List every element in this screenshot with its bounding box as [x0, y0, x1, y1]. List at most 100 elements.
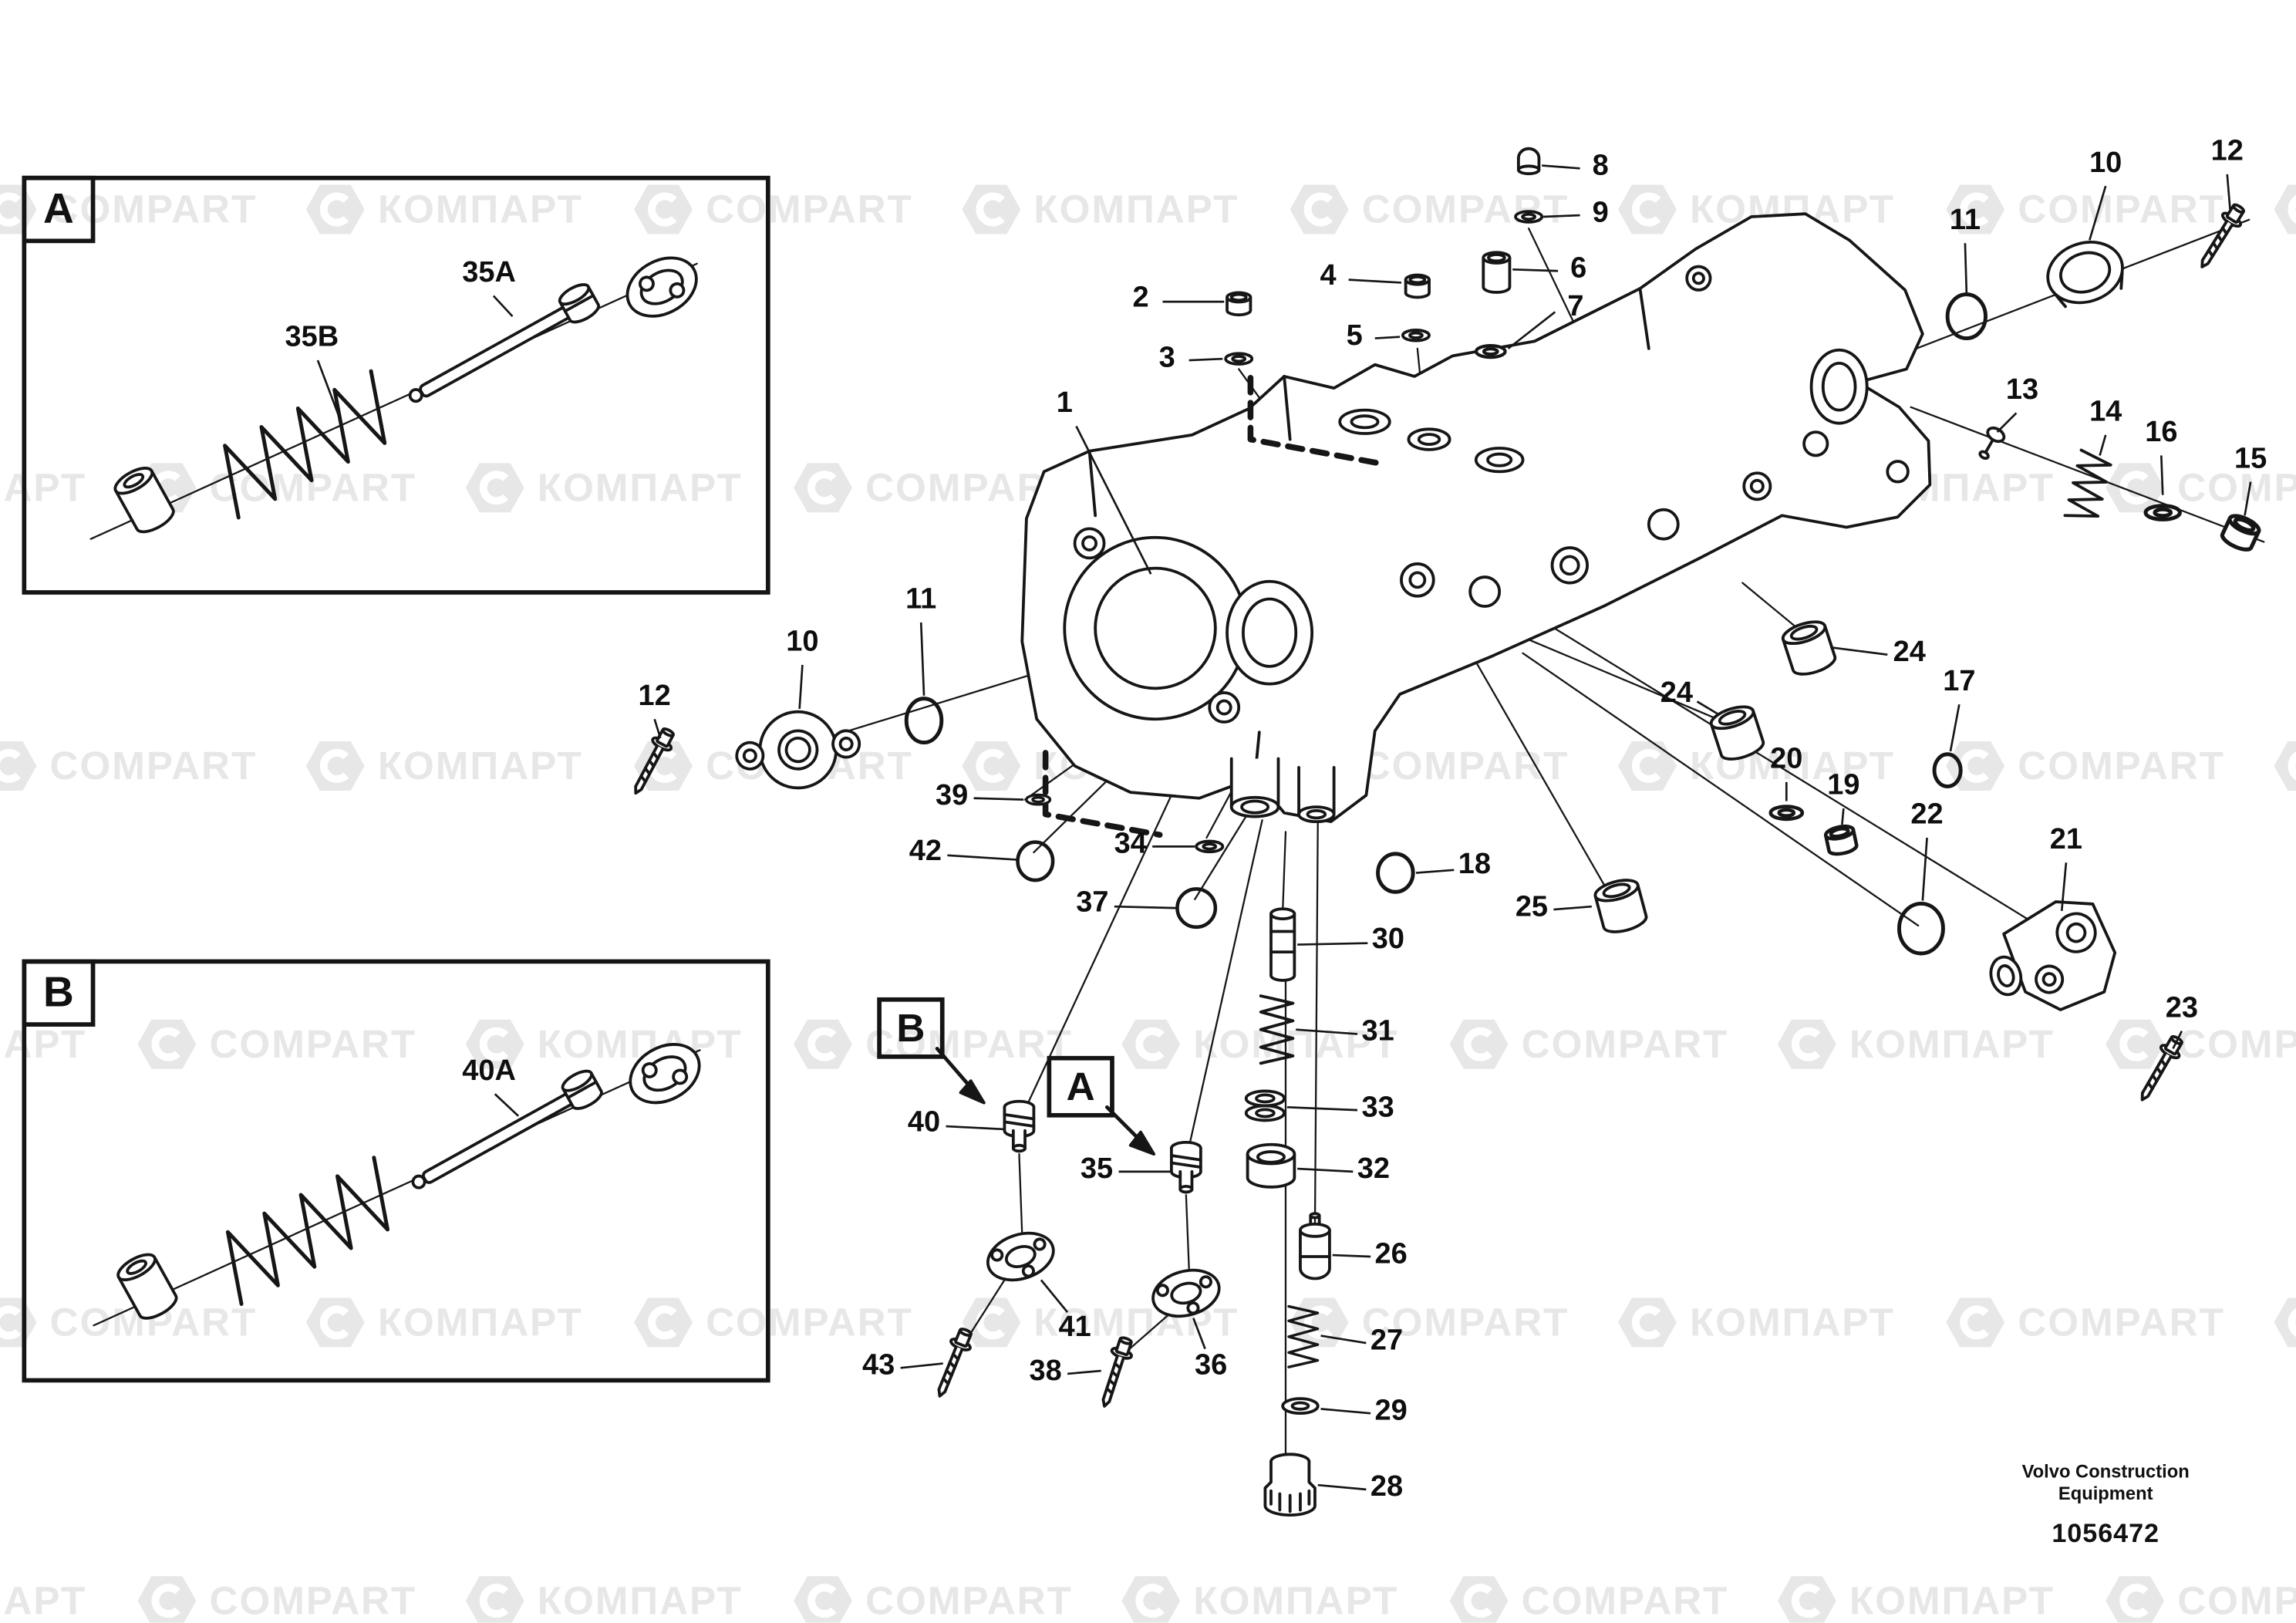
watermark-logo: COMPART [1449, 1564, 1729, 1623]
part-29-washer [1281, 1397, 1320, 1415]
hexagon-logo-icon [794, 463, 852, 513]
part-10-cover-cap [2046, 241, 2124, 309]
part-26-valve [1299, 1212, 1331, 1281]
hexagon-logo-icon [1946, 184, 2005, 235]
watermark-text: КОМПАРТ [1849, 1577, 2055, 1622]
watermark-text: КОМПАРТ [0, 1577, 87, 1622]
part-18-oring [1376, 852, 1415, 894]
watermark-logo: COMPART [0, 730, 257, 803]
leader-line-27 [1320, 1335, 1367, 1345]
watermark-text: КОМПАРТ [377, 187, 583, 231]
watermark-text: КОМПАРТ [1849, 1021, 2055, 1066]
hexagon-logo-icon [465, 463, 524, 513]
part-37-oring [1175, 887, 1218, 930]
watermark-logo: COMPART [1449, 1007, 1729, 1081]
footer-company-line1: Volvo Construction [2021, 1461, 2190, 1483]
part-32-cup [1246, 1142, 1296, 1189]
watermark-logo: COMPART [1290, 173, 1569, 246]
leader-line-21 [2060, 862, 2068, 912]
leader-line-9 [1543, 214, 1580, 218]
hexagon-logo-icon [794, 1576, 852, 1623]
watermark-logo: КОМПАРТ [1121, 1564, 1398, 1623]
leader-line-1 [1075, 425, 1152, 575]
part-11-oring-left [904, 697, 944, 745]
footer-company-line2: Equipment [2058, 1483, 2153, 1504]
watermark-logo: COMPART [137, 1007, 416, 1081]
leader-line-10 [798, 664, 804, 710]
watermark-text: COMPART [2018, 1300, 2225, 1344]
watermark-text: COMPART [1361, 1300, 1569, 1344]
watermark-logo: COMPART [137, 1564, 416, 1623]
leader-line-28 [1317, 1483, 1367, 1491]
part-10-flange-cover [735, 710, 861, 790]
hexagon-logo-icon [962, 741, 1021, 791]
watermark-logo: КОМПАРТ [0, 1564, 86, 1623]
watermark-logo: КОМПАРТ [305, 173, 583, 246]
watermark-text: COMPART [2018, 743, 2225, 788]
watermark-text: COMPART [49, 743, 258, 788]
footer: Volvo Construction Equipment 1056472 [2003, 1462, 2208, 1550]
footer-part-number: 1056472 [2052, 1518, 2160, 1548]
part-42-oring [1016, 840, 1055, 882]
part-11-oring [1945, 292, 1988, 341]
hexagon-logo-icon [634, 1297, 693, 1348]
watermark-logo: КОМПАРТ [305, 1286, 583, 1359]
dashed-reference-lines [1042, 375, 1380, 838]
main-housing [1020, 212, 1932, 824]
leader-line-24 [1830, 646, 1888, 656]
watermark-text: COMPART [865, 1577, 1073, 1622]
watermark-text: COMPART [706, 187, 913, 231]
leader-line-37 [1114, 905, 1176, 909]
watermark-text: КОМПАРТ [377, 1300, 583, 1344]
leader-line-29 [1320, 1408, 1371, 1415]
part-22-oring [1897, 901, 1945, 956]
leader-line-14 [2099, 434, 2107, 456]
watermark-text: COMPART [209, 1577, 417, 1622]
watermark-logo: КОМПАРТ [962, 173, 1239, 246]
hexagon-logo-icon [962, 184, 1021, 235]
leader-line-35A [492, 295, 514, 318]
watermark-logo: COMPART [1946, 730, 2225, 803]
watermark-text: КОМПАРТ [1033, 187, 1239, 231]
leader-line-39 [973, 797, 1024, 801]
leader-line-35B [316, 359, 339, 415]
leader-line-13 [1996, 412, 2018, 434]
hexagon-logo-icon [0, 1297, 37, 1348]
leader-line-40A [494, 1093, 520, 1117]
inset-b-label: B [22, 959, 96, 1027]
watermark-text: КОМПАРТ [0, 464, 87, 509]
leader-line-8 [1542, 164, 1580, 170]
leader-line-15 [2244, 481, 2252, 516]
part-21-bracket [1989, 900, 2117, 1011]
part-30-spool [1269, 907, 1296, 982]
hexagon-logo-icon [1946, 1297, 2005, 1348]
hexagon-logo-icon [0, 741, 37, 791]
hexagon-logo-icon [2274, 184, 2296, 235]
leader-line-10 [2089, 185, 2107, 241]
section-marker-arrows [935, 1047, 1155, 1156]
leader-line-33 [1286, 1106, 1358, 1112]
watermark-logo: COMPART [794, 1564, 1073, 1623]
watermark-text: COMPART [209, 464, 417, 509]
leader-line-11 [1964, 243, 1968, 293]
watermark-text: КОМПАРТ [537, 1021, 743, 1066]
leader-line-11 [919, 622, 925, 696]
leader-line-12 [653, 718, 662, 739]
leader-line-30 [1297, 942, 1368, 946]
watermark-text: COMPART [1521, 1021, 1729, 1066]
hexagon-logo-icon [794, 1019, 852, 1069]
leader-line-40 [946, 1125, 1003, 1131]
leader-line-5 [1374, 336, 1401, 339]
watermark-text: COMPART [1361, 187, 1569, 231]
watermark-logo: КОМПАРТ [465, 451, 743, 525]
leader-line-7 [1507, 311, 1556, 349]
hexagon-logo-icon [1121, 1576, 1181, 1623]
leader-line-17 [1949, 704, 1961, 752]
watermark-text: COMPART [1361, 743, 1569, 788]
watermark-text: COMPART [49, 187, 258, 231]
watermark-text: COMPART [1521, 1577, 1729, 1622]
watermark-logo: КОМПАРТ [465, 1007, 743, 1081]
leader-line-6 [1512, 268, 1559, 272]
inset-detail-a: A [22, 175, 770, 595]
